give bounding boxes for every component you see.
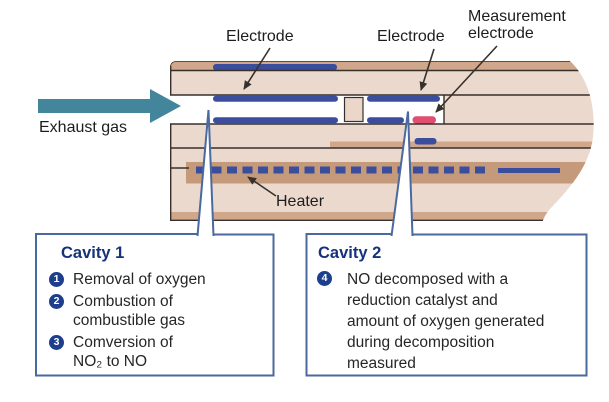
item-text: Comversion of NO₂ to NO bbox=[73, 334, 173, 370]
cavity1-item-1: 1 Removal of oxygen bbox=[35, 270, 273, 289]
funnel-cavity1 bbox=[196, 109, 215, 237]
bottom-layer bbox=[170, 212, 594, 220]
diffusion-barrier bbox=[343, 96, 364, 123]
top-protective-layer bbox=[170, 61, 594, 71]
ceiling-electrode-left bbox=[213, 95, 338, 102]
heater-arrow bbox=[247, 176, 277, 197]
funnel-cavity2 bbox=[390, 111, 414, 237]
cavity1-item-2: 2 Combustion of combustible gas bbox=[35, 292, 273, 330]
outer-electrode bbox=[213, 64, 337, 71]
floor-electrode-right bbox=[367, 117, 404, 124]
item-number-badge: 4 bbox=[317, 270, 332, 286]
cavity2-item-4: 4 NO decomposed with a reduction catalys… bbox=[307, 269, 585, 374]
electrode-right-arrow bbox=[419, 48, 435, 91]
electrode-top-arrow bbox=[243, 47, 271, 90]
item-number-badge: 3 bbox=[49, 334, 64, 350]
cavity1-box: Cavity 1 1 Removal of oxygen 2 Combustio… bbox=[35, 236, 273, 374]
ceramic-body bbox=[170, 61, 594, 221]
exhaust-gas-arrow bbox=[38, 89, 181, 123]
cavity1-title: Cavity 1 bbox=[61, 244, 125, 262]
cavity2-title: Cavity 2 bbox=[318, 244, 382, 262]
label-exhaust-gas: Exhaust gas bbox=[39, 119, 128, 136]
floor-electrode-left bbox=[213, 117, 338, 124]
item-number-badge: 1 bbox=[49, 271, 64, 287]
label-electrode-top: Electrode bbox=[226, 28, 294, 45]
cavity1-box-outline bbox=[35, 233, 275, 377]
ceiling-electrode-right bbox=[367, 95, 440, 102]
cavity2-box: Cavity 2 4 NO decomposed with a reductio… bbox=[307, 236, 585, 377]
item-text: NO decomposed with a reduction catalyst … bbox=[347, 271, 545, 372]
item-number-badge: 2 bbox=[49, 293, 64, 309]
reference-electrode bbox=[414, 138, 437, 145]
measurement-electrode-arrow bbox=[435, 45, 498, 113]
label-heater: Heater bbox=[276, 193, 325, 210]
cavity1-item-3: 3 Comversion of NO₂ to NO bbox=[35, 333, 273, 371]
cavity2-box-outline bbox=[305, 233, 588, 377]
label-measurement-electrode: Measurement electrode bbox=[468, 8, 566, 42]
reference-layer bbox=[330, 141, 594, 148]
item-text: Removal of oxygen bbox=[73, 271, 206, 288]
measurement-electrode-shape bbox=[412, 116, 436, 124]
sensor-body bbox=[170, 61, 594, 221]
item-text: Combustion of combustible gas bbox=[73, 293, 186, 329]
label-electrode-right: Electrode bbox=[377, 28, 445, 45]
